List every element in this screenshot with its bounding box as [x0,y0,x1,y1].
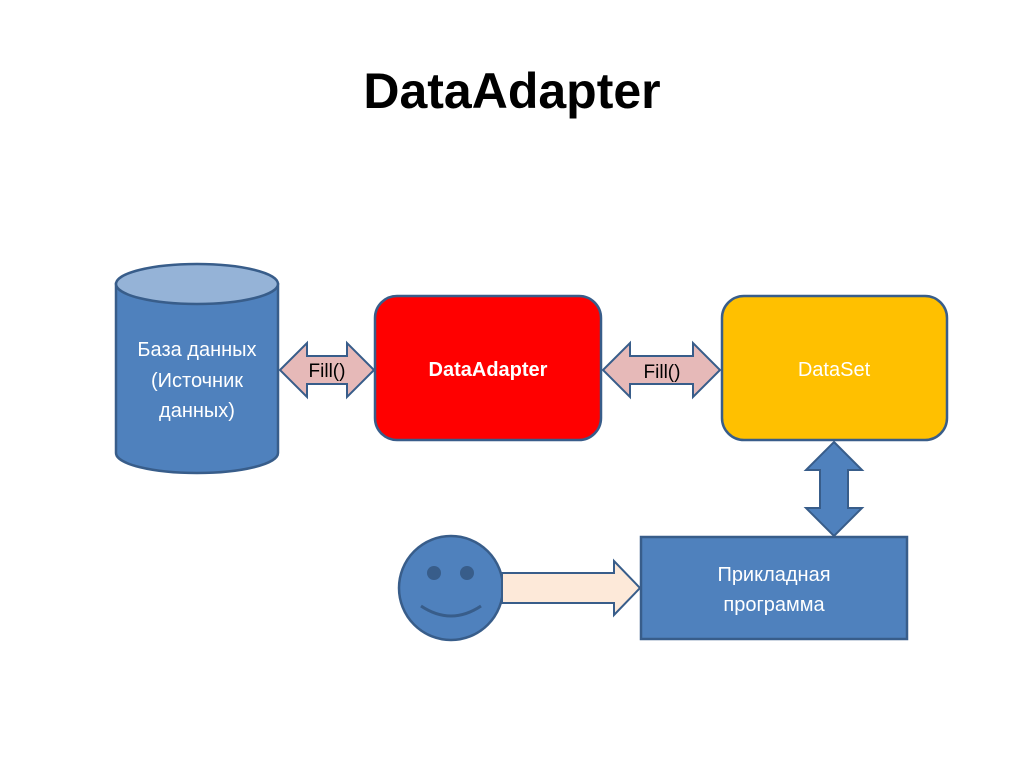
dataadapter-label: DataAdapter [429,359,548,381]
application-box: Прикладная программа [639,535,909,641]
vertical-double-arrow [803,440,865,538]
dataadapter-box: DataAdapter [373,294,603,442]
fill-arrow-right: Fill() [601,340,722,400]
slide-title: DataAdapter [363,63,661,119]
dataset-box: DataSet [720,294,949,442]
database-label-line-1: База данных [137,339,256,361]
fill-left-label: Fill() [309,361,346,382]
dataset-label: DataSet [798,359,871,381]
database-label-line-3: данных) [159,400,235,422]
fill-arrow-left: Fill() [278,340,376,400]
user-to-application-arrow [501,558,642,618]
fill-right-label: Fill() [644,362,681,383]
application-label-line-1: Прикладная [717,564,830,586]
application-label-line-2: программа [723,594,825,616]
smiley-face-icon [397,534,505,642]
database-label-line-2: (Источник [151,370,243,392]
database-cylinder: База данных (Источник данных) [114,262,280,475]
